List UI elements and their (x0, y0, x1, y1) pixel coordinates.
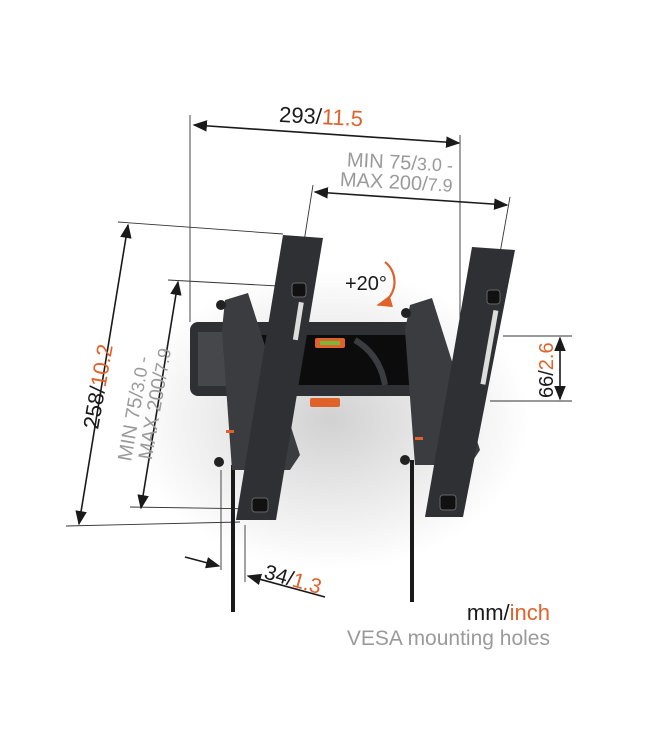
svg-text:MAX 200/7.9: MAX 200/7.9 (339, 169, 453, 197)
width-label: 293/11.5 (278, 102, 363, 131)
depth-arrow-right (246, 573, 326, 598)
vesa-horizontal-label: MIN 75/3.0 - MAX 200/7.9 (339, 149, 453, 197)
depth-arrow-left (184, 556, 221, 569)
tilt-label: +20° (345, 273, 387, 295)
unit-legend: mm/inch (467, 600, 550, 625)
svg-text:MIN 75/3.0 -: MIN 75/3.0 - (346, 149, 453, 177)
width-dimension-line (192, 120, 461, 148)
height-dimension-line (75, 223, 132, 526)
plate-height-label: 66/2.6 (536, 342, 558, 398)
vesa-vertical-dimension-line (137, 280, 182, 510)
vesa-caption: VESA mounting holes (347, 627, 550, 650)
tilt-arrow-icon (376, 261, 396, 308)
left-bracket (214, 235, 323, 612)
height-label: 258/10.2 (78, 342, 117, 431)
vesa-horizontal-dimension-line (313, 187, 509, 210)
right-bracket (400, 247, 515, 602)
